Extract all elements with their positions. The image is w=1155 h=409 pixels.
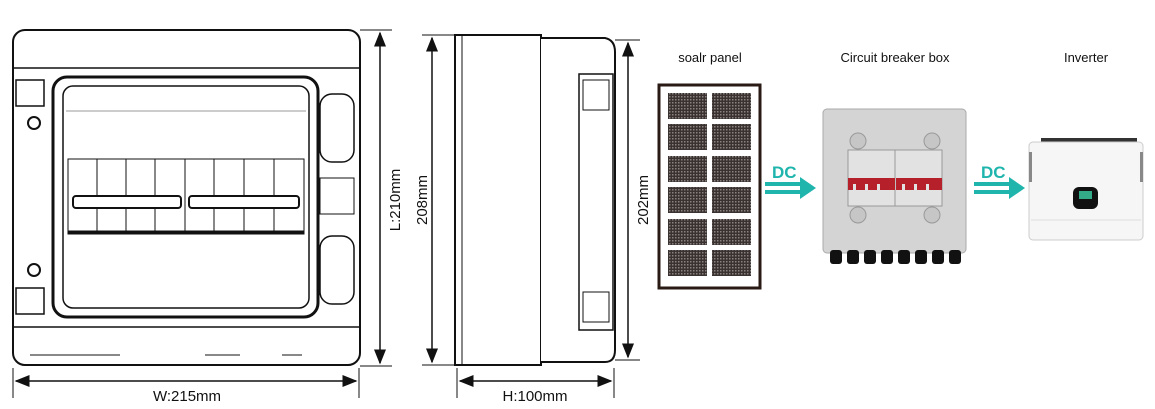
side-inner-label: 202mm <box>635 175 652 225</box>
hinge <box>15 287 45 315</box>
side-height-label: 208mm <box>414 175 431 225</box>
hinge <box>15 79 45 107</box>
inverter-image <box>1028 138 1144 241</box>
screw-icon <box>27 263 41 277</box>
side-inner-dimension: 202mm <box>615 39 652 361</box>
depth-label: H:100mm <box>502 388 567 405</box>
breaker-box-label: Circuit breaker box <box>840 50 950 65</box>
dc-label-1: DC <box>772 163 797 182</box>
length-label: L:210mm <box>387 169 404 232</box>
dc-arrow-2: DC <box>974 163 1025 199</box>
solar-panel-image <box>657 83 762 290</box>
depth-dimension: H:100mm <box>456 368 615 405</box>
width-dimension: W:215mm <box>12 368 360 405</box>
screw-icon <box>27 116 41 130</box>
latch <box>319 235 355 305</box>
inverter-label: Inverter <box>1064 50 1109 65</box>
dc-arrow-1: DC <box>765 163 816 199</box>
breaker-handles <box>848 178 942 190</box>
arrow-right-icon <box>800 177 816 199</box>
side-height-dimension: 208mm <box>414 34 455 366</box>
latch <box>319 93 355 163</box>
side-view-drawing <box>454 34 616 366</box>
length-dimension: L:210mm <box>360 29 404 367</box>
cable-glands <box>830 250 961 264</box>
arrow-right-icon <box>1009 177 1025 199</box>
dc-label-2: DC <box>981 163 1006 182</box>
breaker-box-image <box>822 108 967 264</box>
breaker-row <box>67 158 305 235</box>
width-label: W:215mm <box>153 388 221 405</box>
front-view-drawing <box>12 29 361 366</box>
solar-panel-label: soalr panel <box>678 50 742 65</box>
